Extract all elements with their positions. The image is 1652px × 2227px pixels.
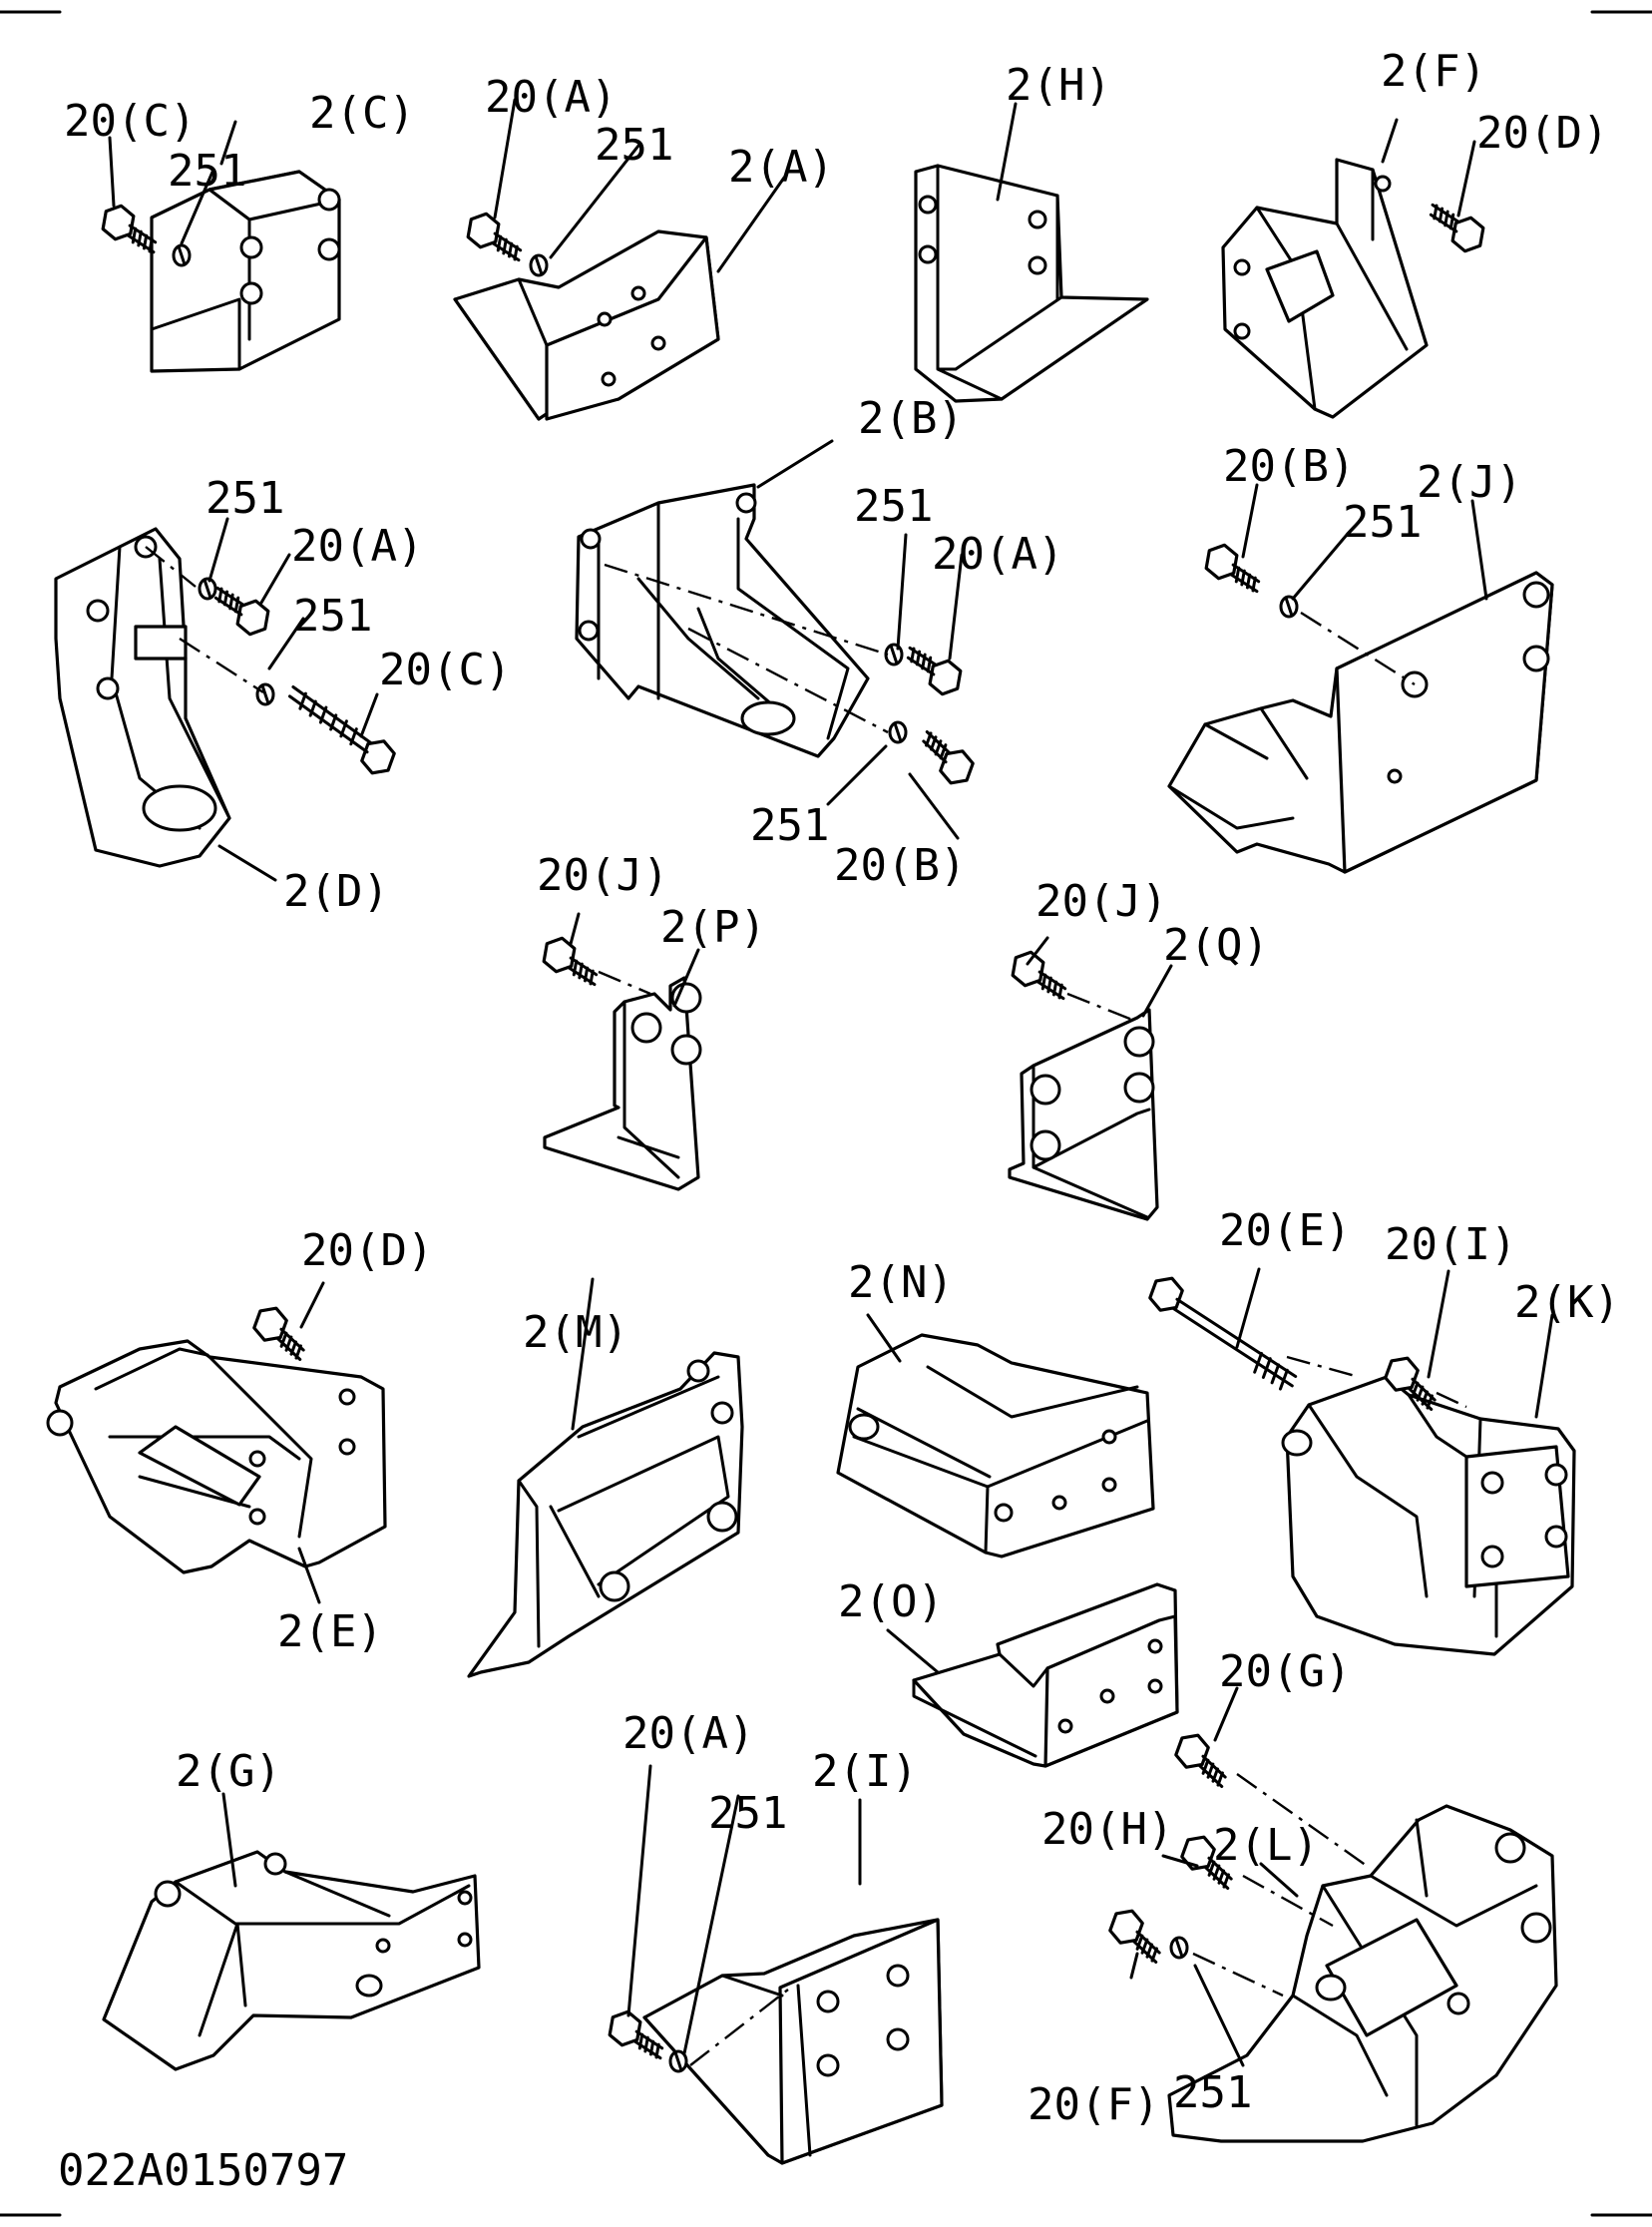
label-251-2i: 251 bbox=[708, 1788, 787, 1839]
label-251-2j: 251 bbox=[1343, 497, 1422, 548]
label-2n: 2(N) bbox=[848, 1257, 954, 1308]
label-2h: 2(H) bbox=[1006, 60, 1111, 111]
bracket-2p-drawing bbox=[540, 912, 702, 1191]
bracket-2o-drawing bbox=[886, 1582, 1179, 1768]
label-251-2d-lower: 251 bbox=[293, 591, 372, 642]
label-20a-2i: 20(A) bbox=[622, 1708, 754, 1759]
label-2d: 2(D) bbox=[283, 866, 389, 917]
label-2p: 2(P) bbox=[660, 902, 766, 953]
bracket-2i-drawing bbox=[606, 1764, 944, 2165]
label-20d-top-right: 20(D) bbox=[1476, 108, 1608, 159]
label-251-2d-upper: 251 bbox=[206, 473, 284, 524]
label-2l: 2(L) bbox=[1213, 1820, 1319, 1871]
label-2j: 2(J) bbox=[1417, 457, 1522, 508]
label-20e: 20(E) bbox=[1219, 1205, 1351, 1256]
label-20a-2d: 20(A) bbox=[291, 521, 423, 572]
label-20c-2d: 20(C) bbox=[379, 645, 511, 695]
label-20g: 20(G) bbox=[1219, 1646, 1351, 1697]
label-2k: 2(K) bbox=[1514, 1277, 1620, 1328]
label-2g: 2(G) bbox=[176, 1746, 281, 1797]
drawing-number: 022A0150797 bbox=[58, 2145, 348, 2196]
label-2q: 2(Q) bbox=[1163, 920, 1269, 971]
label-20i: 20(I) bbox=[1385, 1219, 1516, 1270]
label-20j-2p: 20(J) bbox=[537, 850, 668, 901]
label-2o: 2(O) bbox=[838, 1576, 944, 1627]
bracket-2n-drawing bbox=[836, 1313, 1155, 1559]
label-20h: 20(H) bbox=[1041, 1804, 1173, 1855]
label-251-2l: 251 bbox=[1173, 2067, 1252, 2118]
bracket-2g-drawing bbox=[102, 1792, 481, 2071]
label-2a: 2(A) bbox=[728, 142, 834, 193]
bracket-2q-drawing bbox=[1008, 936, 1173, 1221]
bracket-2b-drawing bbox=[575, 439, 980, 840]
label-20b-2b: 20(B) bbox=[834, 840, 966, 891]
bracket-2l-drawing bbox=[1103, 1686, 1558, 2143]
bracket-2c-drawing bbox=[99, 120, 341, 373]
label-2e: 2(E) bbox=[277, 1606, 383, 1657]
label-20j-2q: 20(J) bbox=[1035, 876, 1167, 927]
bracket-2k-drawing bbox=[1148, 1267, 1576, 1656]
label-2f: 2(F) bbox=[1381, 46, 1486, 97]
label-2c: 2(C) bbox=[309, 88, 415, 139]
label-251-top-left: 251 bbox=[168, 146, 246, 197]
label-251-2b-upper: 251 bbox=[854, 481, 933, 532]
bracket-2h-drawing bbox=[914, 102, 1149, 403]
label-251-2b-lower: 251 bbox=[750, 800, 829, 851]
callout-labels: 20(C) 2(C) 251 20(A) 251 2(A) 2(H) 2(F) … bbox=[64, 46, 1620, 2130]
bracket-2m-drawing bbox=[467, 1277, 744, 1678]
label-20d-2e: 20(D) bbox=[301, 1225, 433, 1276]
label-20a-2b: 20(A) bbox=[932, 529, 1063, 580]
label-251-top: 251 bbox=[595, 120, 673, 171]
bracket-2e-drawing bbox=[46, 1281, 387, 1604]
label-2i: 2(I) bbox=[812, 1746, 918, 1797]
label-20b-2j: 20(B) bbox=[1223, 441, 1355, 492]
bracket-2f-drawing bbox=[1221, 118, 1487, 419]
label-2m: 2(M) bbox=[523, 1307, 628, 1358]
bracket-2a-drawing bbox=[453, 98, 786, 421]
label-20c-top-left: 20(C) bbox=[64, 96, 196, 147]
bracket-2j-drawing bbox=[1167, 483, 1554, 874]
bracket-2d-drawing bbox=[54, 517, 396, 882]
label-20f: 20(F) bbox=[1028, 2079, 1159, 2130]
label-2b: 2(B) bbox=[858, 393, 964, 444]
label-20a-top: 20(A) bbox=[485, 72, 617, 123]
crop-marks bbox=[0, 10, 1652, 2217]
